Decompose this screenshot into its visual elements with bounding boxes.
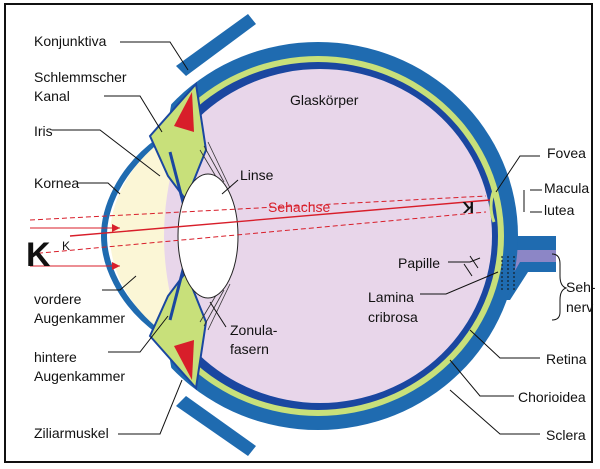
- label-retina: Retina: [546, 351, 587, 367]
- label-fovea: Fovea: [547, 145, 586, 161]
- label-linse: Linse: [240, 167, 274, 183]
- label-iris: Iris: [34, 123, 53, 139]
- label-sehnerv-2: nerv: [566, 299, 593, 315]
- label-sclera: Sclera: [546, 427, 586, 443]
- label-sehnerv-1: Seh-: [566, 279, 596, 295]
- label-sehachse: Sehachse: [268, 199, 330, 215]
- label-macula-2: lutea: [544, 202, 575, 218]
- label-kornea: Kornea: [34, 175, 79, 191]
- label-zonula-1: Zonula-: [230, 322, 278, 338]
- label-schlemm-2: Kanal: [34, 88, 70, 104]
- label-lamina-1: Lamina: [368, 289, 414, 305]
- label-lamina-2: cribrosa: [368, 309, 418, 325]
- label-chorioidea: Chorioidea: [518, 389, 586, 405]
- label-schlemm-1: Schlemmscher: [34, 69, 127, 85]
- label-hintere-2: Augenkammer: [34, 368, 125, 384]
- label-vordere-1: vordere: [34, 291, 82, 307]
- label-macula-1: Macula: [544, 180, 589, 196]
- label-konjunktiva: Konjunktiva: [34, 33, 107, 49]
- label-ziliarmuskel: Ziliarmuskel: [34, 425, 109, 441]
- label-papille: Papille: [398, 255, 440, 271]
- object-letter-small: K: [62, 239, 70, 253]
- label-glaskoerper: Glaskörper: [290, 92, 359, 108]
- retina-image-letter: K: [462, 198, 474, 215]
- label-zonula-2: fasern: [230, 341, 269, 357]
- label-hintere-1: hintere: [34, 349, 77, 365]
- lens: [178, 174, 238, 298]
- object-letter-large: K: [26, 236, 51, 274]
- label-vordere-2: Augenkammer: [34, 310, 125, 326]
